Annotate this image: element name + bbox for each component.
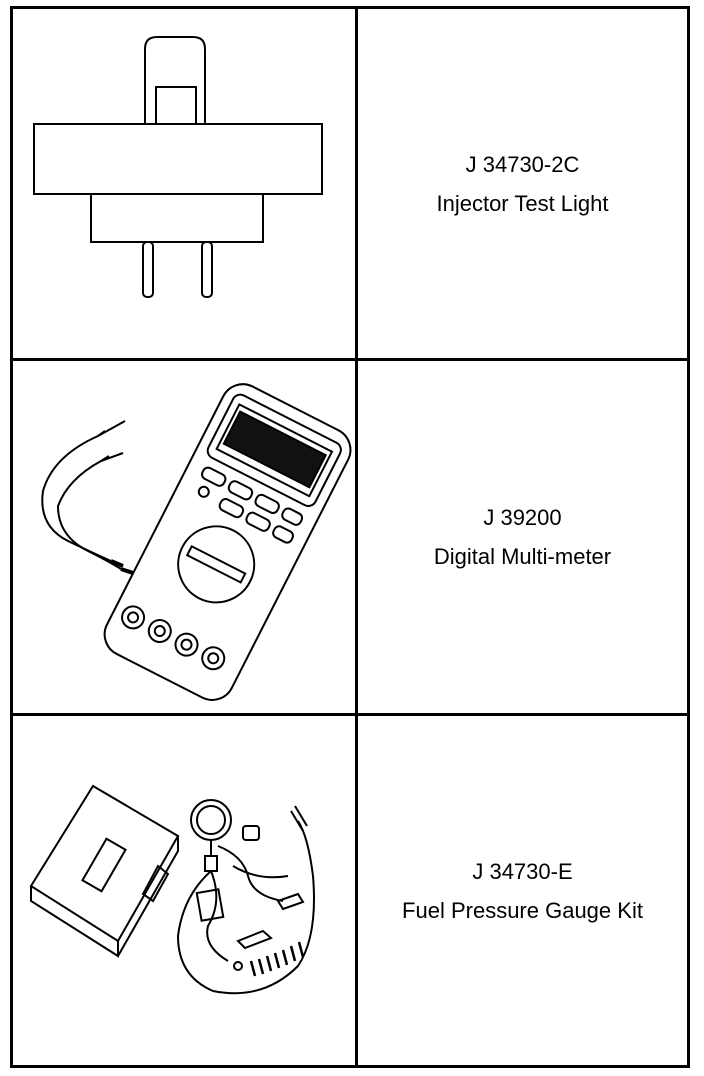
part-number: J 34730-E	[472, 858, 573, 884]
fuel-pressure-gauge-kit-icon	[29, 784, 315, 995]
part-number: J 39200	[483, 505, 562, 530]
tool-label-cell: J 39200 Digital Multi-meter	[358, 361, 687, 716]
injector-test-light-icon	[33, 36, 323, 298]
tool-illustration-cell	[13, 716, 358, 1065]
part-number: J 34730-2C	[465, 151, 580, 177]
tool-illustration-cell	[13, 361, 358, 716]
tool-label-cell: J 34730-E Fuel Pressure Gauge Kit	[358, 716, 687, 1065]
tool-label-cell: J 34730-2C Injector Test Light	[358, 9, 687, 361]
tool-name: Fuel Pressure Gauge Kit	[402, 897, 643, 923]
digital-multimeter-icon	[41, 383, 352, 701]
tool-name: Digital Multi-meter	[433, 544, 612, 569]
tool-table: J 34730-2C Injector Test Light	[10, 6, 690, 1068]
tool-name: Injector Test Light	[436, 190, 609, 216]
tool-illustration-cell	[13, 9, 358, 361]
